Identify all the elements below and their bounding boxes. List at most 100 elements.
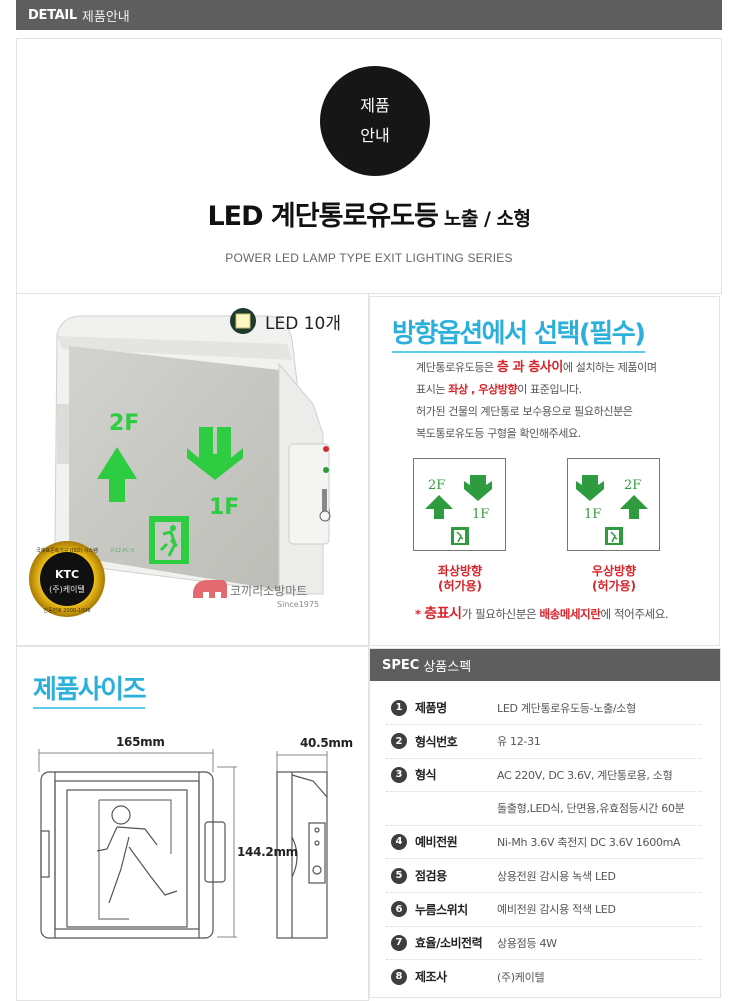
note-highlight: 배송메세지란 [539, 607, 601, 621]
caption-direction: 좌상방향 [437, 564, 483, 578]
up-arrow-icon [425, 495, 453, 519]
cert-ring-bottom: 인증번호 2000-1006 [43, 607, 90, 614]
spec-number-badge: 3 [391, 766, 407, 783]
spec-row: 3 형식 AC 220V, DC 3.6V, 계단통로용, 소형 [386, 758, 702, 793]
intro-badge-circle: 제품 안내 [320, 66, 430, 176]
running-man-outline-icon [96, 805, 178, 904]
spec-number-badge: 4 [391, 833, 407, 850]
spec-row: 2 형식번호 유 12-31 [386, 725, 702, 759]
product-subtitle-en: POWER LED LAMP TYPE EXIT LIGHTING SERIES [225, 251, 513, 265]
line-highlight: 층 과 층사이 [496, 360, 563, 375]
direction-line-4: 복도통로유도등 구형을 확인해주세요. [416, 427, 581, 440]
note-text: 에 적어주세요. [600, 607, 669, 621]
option-lower-floor: 1F [584, 507, 601, 522]
shop-logo-since: Since1975 [277, 600, 319, 609]
header-label-en: DETAIL [28, 7, 77, 23]
cert-brand: KTC [55, 568, 79, 581]
shop-logo [193, 580, 227, 598]
note-highlight: 층표시 [424, 606, 462, 622]
spec-row: 7 효율/소비전력 상용점등 4W [386, 926, 702, 961]
sign-face [69, 346, 279, 590]
direction-line-3: 허가된 건물의 계단통로 보수용으로 필요하신분은 [416, 405, 633, 418]
spec-row: 5 점검용 상용전원 감시용 녹색 LED [386, 859, 702, 893]
height-dimension-label: 144.2mm [237, 845, 298, 859]
sign-lower-floor-label: 1F [209, 495, 239, 520]
spec-row: 8 제조사 (주)케이텔 [386, 960, 702, 994]
detail-header-bar: DETAIL 제품안내 [16, 0, 722, 30]
spec-row: 6 누름스위치 예비전원 감시용 적색 LED [386, 893, 702, 927]
model-code: 유12-PC-5 [110, 548, 134, 554]
cert-ring-top: 국제표준화기구 (ISO) 시스템 [36, 547, 98, 554]
product-title-sub: 노출 / 소형 [437, 208, 531, 230]
spec-value: 예비전원 감시용 적색 LED [497, 903, 616, 917]
line-text: 표시는 [416, 383, 449, 396]
spec-header-en: SPEC [382, 657, 420, 673]
spec-key: 형식번호 [415, 734, 458, 749]
product-size-section: 제품사이즈 [16, 646, 369, 1001]
option-right-up-caption: 우상방향 (허가용) [559, 564, 669, 594]
running-man-exit-icon [605, 527, 623, 545]
option-lower-floor: 1F [472, 507, 489, 522]
direction-line-1: 계단통로유도등은 층 과 층사이에 설치하는 제품이며 [416, 357, 657, 379]
caption-permit: (허가용) [591, 579, 637, 593]
floor-label-note: * 층표시가 필요하신분은 배송메세지란에 적어주세요. [415, 603, 669, 623]
spec-header: SPEC 상품스펙 [370, 649, 720, 681]
cert-company: (주)케이텔 [49, 584, 85, 594]
spec-number-badge: 2 [391, 733, 407, 750]
spec-row: 4 예비전원 Ni-Mh 3.6V 축전지 DC 3.6V 1600mA [386, 825, 702, 860]
spec-number-badge: 7 [391, 934, 407, 951]
spec-number-badge: 6 [391, 901, 407, 918]
up-arrow-icon [620, 495, 648, 519]
option-left-up-card[interactable]: 2F 1F [413, 458, 506, 551]
direction-description: 계단통로유도등은 층 과 층사이에 설치하는 제품이며 표시는 좌상 , 우상방… [416, 357, 657, 445]
line-text: 에 설치하는 제품이며 [562, 361, 657, 374]
option-right-up-card[interactable]: 2F 1F [567, 458, 660, 551]
direction-heading: 방향옵션에서 선택(필수) [392, 313, 646, 353]
spec-key: 제조사 [415, 970, 447, 985]
spec-value: AC 220V, DC 3.6V, 계단통로용, 소형 [497, 768, 673, 782]
dimension-drawing [38, 749, 328, 939]
spec-value: 상용점등 4W [497, 936, 557, 950]
width-dimension-label: 165mm [116, 735, 165, 749]
product-photo: 2F 1F 유12-PC-5 LED 10개 KTC (주)케이텔 국제표준화기… [29, 308, 341, 617]
spec-value: 상용전원 감시용 녹색 LED [497, 869, 616, 883]
down-arrow-icon [576, 475, 604, 501]
led-count-badge: LED 10개 [265, 314, 341, 334]
spec-value: LED 계단통로유도등-노출/소형 [497, 701, 636, 715]
sign-upper-floor-label: 2F [109, 411, 139, 436]
spec-value: Ni-Mh 3.6V 축전지 DC 3.6V 1600mA [497, 835, 681, 849]
spec-key: 예비전원 [415, 835, 458, 850]
direction-line-2: 표시는 좌상 , 우상방향이 표준입니다. [416, 379, 657, 401]
spec-key: 형식 [415, 768, 437, 783]
spec-value: (주)케이텔 [497, 970, 545, 984]
spec-value: 돌출형,LED식, 단면용,유효점등시간 60분 [497, 802, 685, 816]
front-view [40, 771, 226, 939]
note-text: 가 필요하신분은 [461, 607, 540, 621]
intro-badge-line1: 제품 [360, 96, 390, 115]
up-arrow-icon [97, 447, 137, 502]
running-man-exit-icon [149, 516, 189, 564]
caption-direction: 우상방향 [591, 564, 637, 578]
spec-key: 효율/소비전력 [415, 936, 483, 951]
spec-number-badge: 8 [391, 968, 407, 985]
option-left-up-caption: 좌상방향 (허가용) [405, 564, 515, 594]
spec-number-badge: 1 [391, 699, 407, 716]
product-image-section: 2F 1F 유12-PC-5 LED 10개 KTC (주)케이텔 국제표준화기… [16, 294, 369, 646]
shop-logo-name: 코끼리소방마트 [230, 584, 307, 598]
spec-number-badge: 5 [391, 867, 407, 884]
line-text: 이 표준입니다. [517, 383, 582, 396]
spec-key: 누름스위치 [415, 902, 468, 917]
line-text: 계단통로유도등은 [416, 361, 497, 374]
spec-key: 점검용 [415, 869, 447, 883]
product-title: LED 계단통로유도등 노출 / 소형 [17, 194, 721, 233]
green-led-indicator [323, 467, 329, 473]
red-led-indicator [323, 446, 329, 452]
down-arrow-icon [187, 427, 243, 480]
down-arrow-icon [464, 475, 492, 501]
option-upper-floor: 2F [624, 478, 641, 493]
spec-number-badge [391, 800, 407, 816]
depth-dimension-label: 40.5mm [300, 736, 353, 750]
spec-value: 유 12-31 [497, 735, 541, 749]
